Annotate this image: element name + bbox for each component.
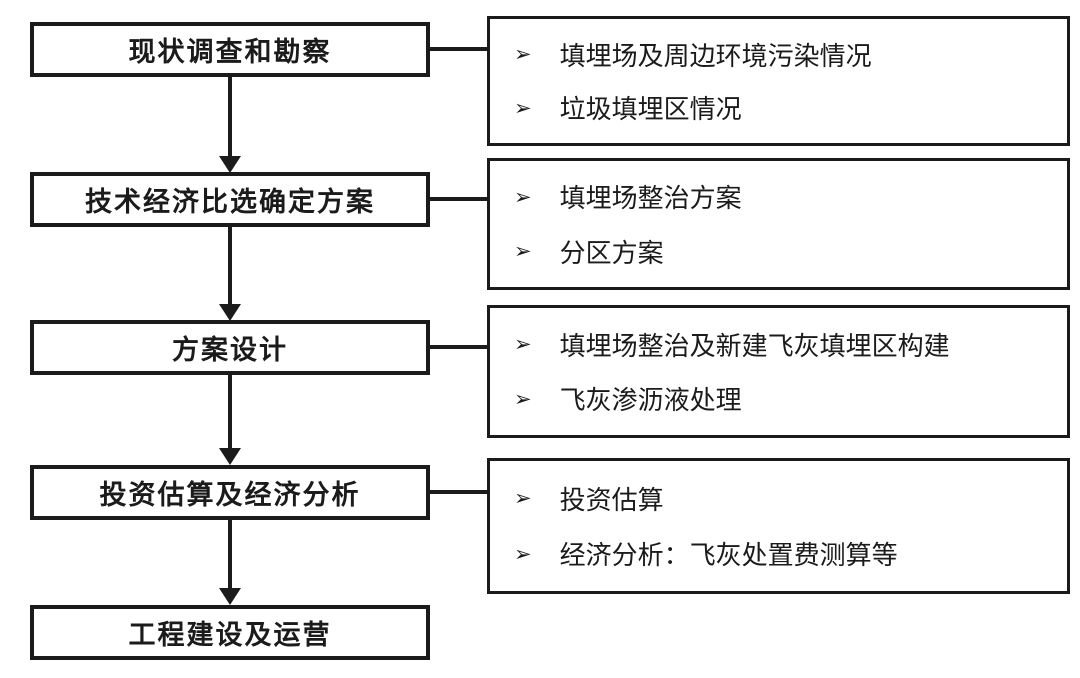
flow-arrow-stem-3	[228, 375, 232, 449]
arrowhead-bullet-icon: ➢	[514, 332, 532, 357]
detail-item: ➢ 分区方案	[514, 233, 1067, 270]
detail-item-label: 填埋场整治及新建飞灰填埋区构建	[559, 331, 950, 362]
arrowhead-bullet-icon: ➢	[514, 541, 532, 566]
connector-comparison	[430, 197, 487, 201]
detail-box-design: ➢ 填埋场整治及新建飞灰填埋区构建 ➢ 飞灰渗沥液处理	[487, 305, 1070, 438]
stage-box-survey: 现状调查和勘察	[30, 22, 430, 77]
detail-item: ➢ 飞灰渗沥液处理	[514, 380, 1067, 417]
down-arrow-icon	[219, 448, 241, 465]
detail-item: ➢ 投资估算	[514, 480, 1067, 517]
arrowhead-bullet-icon: ➢	[514, 95, 532, 120]
arrowhead-bullet-icon: ➢	[514, 386, 532, 411]
stage-box-design: 方案设计	[30, 320, 430, 375]
detail-box-investment: ➢ 投资估算 ➢ 经济分析：飞灰处置费测算等	[487, 458, 1070, 594]
detail-item-label: 填埋场整治方案	[559, 184, 742, 215]
detail-item: ➢ 经济分析：飞灰处置费测算等	[514, 535, 1067, 572]
detail-item: ➢ 垃圾填埋区情况	[514, 89, 1067, 126]
detail-item: ➢ 填埋场整治及新建飞灰填埋区构建	[514, 326, 1067, 363]
down-arrow-icon	[219, 588, 241, 605]
arrowhead-bullet-icon: ➢	[514, 486, 532, 511]
detail-item-label: 经济分析：飞灰处置费测算等	[559, 541, 898, 572]
arrowhead-bullet-icon: ➢	[514, 239, 532, 264]
detail-item-label: 分区方案	[559, 238, 664, 269]
stage-box-investment: 投资估算及经济分析	[30, 465, 430, 520]
arrowhead-bullet-icon: ➢	[514, 184, 532, 209]
stage-box-comparison: 技术经济比选确定方案	[30, 172, 430, 227]
connector-survey	[430, 47, 487, 51]
flow-arrow-stem-1	[228, 77, 232, 157]
detail-item-label: 飞灰渗沥液处理	[559, 386, 742, 417]
detail-box-survey: ➢ 填埋场及周边环境污染情况 ➢ 垃圾填埋区情况	[487, 16, 1070, 146]
detail-item: ➢ 填埋场整治方案	[514, 178, 1067, 215]
detail-item-label: 垃圾填埋区情况	[559, 95, 742, 126]
flow-arrow-stem-4	[228, 520, 232, 589]
detail-box-comparison: ➢ 填埋场整治方案 ➢ 分区方案	[487, 158, 1070, 290]
arrowhead-bullet-icon: ➢	[514, 42, 532, 67]
connector-investment	[430, 490, 487, 494]
detail-item-label: 投资估算	[559, 485, 664, 516]
connector-design	[430, 345, 487, 349]
down-arrow-icon	[219, 156, 241, 173]
flow-arrow-stem-2	[228, 227, 232, 305]
down-arrow-icon	[219, 304, 241, 321]
detail-item: ➢ 填埋场及周边环境污染情况	[514, 36, 1067, 73]
stage-box-construction: 工程建设及运营	[30, 605, 430, 660]
detail-item-label: 填埋场及周边环境污染情况	[559, 41, 872, 72]
